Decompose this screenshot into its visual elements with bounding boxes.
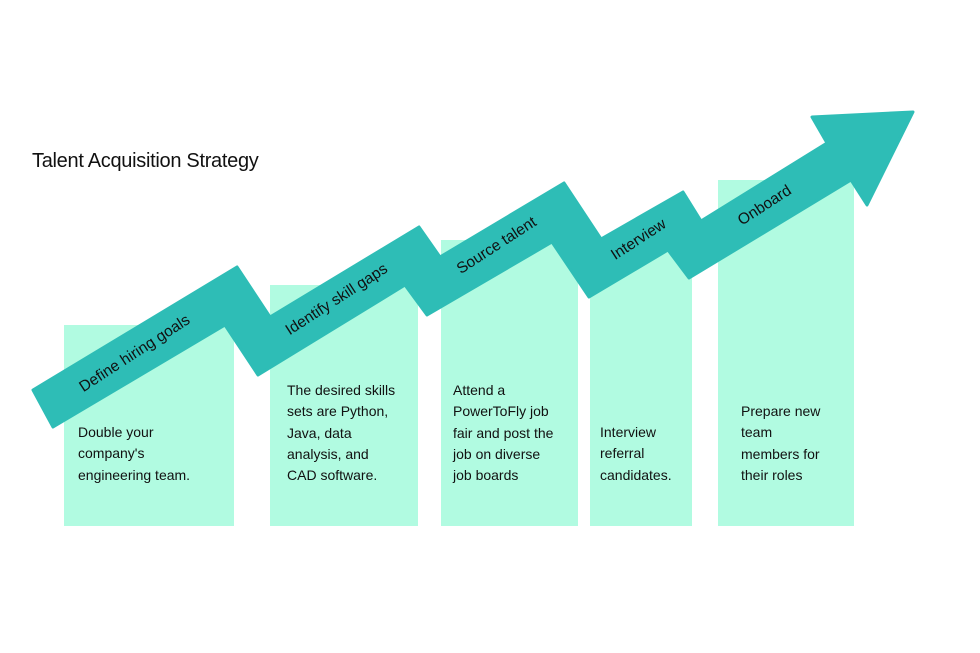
step-description-3: Attend a PowerToFly job fair and post th… (453, 382, 554, 484)
page-title: Talent Acquisition Strategy (32, 150, 259, 172)
step-box-4 (590, 250, 692, 526)
step-description-2: The desired skills sets are Python, Java… (287, 382, 396, 484)
zigzag-arrow-shape (31, 110, 915, 429)
step-description-4: Interview referral candidates. (600, 424, 672, 483)
step-description-1: Double your company's engineering team. (78, 424, 191, 483)
step-description-5: Prepare new team members for their roles (741, 403, 821, 483)
